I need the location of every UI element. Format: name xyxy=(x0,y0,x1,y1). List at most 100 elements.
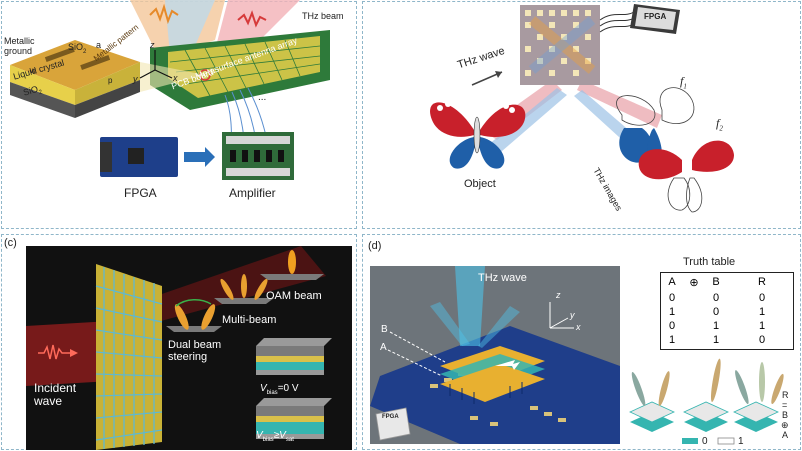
tt-gap xyxy=(683,320,705,334)
reflected-beams-d2 xyxy=(478,306,520,348)
arrow-b xyxy=(389,331,446,363)
truth-table: A ⊕ B R 0 0 0 1 0 1 0 1 1 1 1 0 xyxy=(660,272,794,350)
tt-gap xyxy=(727,306,749,320)
p-label: p xyxy=(108,76,113,85)
wave-red xyxy=(237,10,267,28)
vbias-sat-label: Vbias≥Vsat xyxy=(256,430,294,443)
panel-b xyxy=(362,1,801,229)
panel-c-label: (c) xyxy=(4,237,17,249)
tt-h-a: A xyxy=(668,276,676,288)
tt-cell: 0 xyxy=(712,306,720,318)
axis-x-label: x xyxy=(173,73,178,83)
panel-c-figure xyxy=(26,246,352,450)
object-butterfly xyxy=(430,101,526,169)
legend-zero-label: 0 xyxy=(702,436,708,447)
axis-x-label-d: x xyxy=(576,322,581,332)
tt-cell: 0 xyxy=(668,292,676,304)
tt-row: 0 1 1 xyxy=(661,320,793,334)
metasurface-plate xyxy=(520,5,600,85)
amplifier-label: Amplifier xyxy=(229,186,276,200)
sio2-top-text: SiO xyxy=(68,42,84,52)
metallic-ground-line-1: Metallic xyxy=(4,36,35,46)
white-arrow xyxy=(495,360,520,370)
axis-y-label-d: y xyxy=(570,310,575,320)
fpga-chip xyxy=(128,148,144,164)
tt-h-r: R xyxy=(758,276,766,288)
wave-orange xyxy=(149,3,179,25)
f1-label: f1 xyxy=(680,74,687,90)
xor-patterns xyxy=(629,358,784,445)
metasurface-panel xyxy=(96,264,162,450)
metallic-ground-line-2: ground xyxy=(4,46,33,56)
axis-indicator xyxy=(139,50,173,79)
tt-cell: 1 xyxy=(668,334,676,346)
tt-h-xor: ⊕ xyxy=(689,277,699,289)
unit-cell-lc xyxy=(10,65,75,105)
metasurface-grid xyxy=(169,39,321,97)
tt-row: 0 0 0 xyxy=(661,292,793,306)
tt-cell: 0 xyxy=(758,334,766,346)
tt-h-gap xyxy=(727,276,749,292)
pattern-1 xyxy=(629,371,675,432)
a-label: a xyxy=(96,40,102,50)
tt-cell: 0 xyxy=(712,292,720,304)
fpga-label-d: FPGA xyxy=(382,414,399,420)
legend-zero-swatch xyxy=(682,438,698,444)
stack-label-a: A xyxy=(782,430,789,440)
reflected-beam xyxy=(156,246,326,321)
tt-row: 1 1 0 xyxy=(661,334,793,348)
b-label-d: B xyxy=(381,324,388,335)
incident-wave-label: Incident wave xyxy=(34,382,76,408)
stack-label-xor: ⊕ xyxy=(781,420,789,430)
axis-z-label-d: z xyxy=(556,290,561,300)
f2-sub: 2 xyxy=(719,124,723,133)
axis-z-label: z xyxy=(150,40,155,50)
vbias-sat-sub2: sat xyxy=(285,437,294,443)
amplifier-components xyxy=(226,136,290,176)
vbias-sat-mid: ≥V xyxy=(273,430,286,441)
multi-beam-label: Multi-beam xyxy=(222,314,277,326)
metallic-ground-label: Metallic ground xyxy=(4,36,35,56)
axis-indicator-d xyxy=(549,302,574,329)
tt-gap xyxy=(683,292,705,306)
stack-bottom-layer xyxy=(440,364,545,402)
stack-label-r: R xyxy=(782,390,789,400)
dual-beam-label: Dual beam steering xyxy=(168,339,221,363)
multi-beam-pattern xyxy=(214,274,274,304)
panel-d-figure xyxy=(370,266,620,444)
switch-arrow xyxy=(175,299,212,307)
reflected-beams-d xyxy=(430,302,470,346)
tt-cell: 1 xyxy=(758,320,766,332)
metasurface-overlay-orange xyxy=(528,16,596,74)
thz-wave-label-d: THz wave xyxy=(478,272,527,284)
legend-one-swatch xyxy=(717,437,735,445)
axis-y-label: y xyxy=(133,74,138,84)
pattern-2 xyxy=(683,358,729,432)
lc-cell-off xyxy=(256,338,332,375)
metasurface-panel-grid xyxy=(95,267,163,449)
truth-table-header: A ⊕ B R xyxy=(661,276,793,292)
vbias-sat-v: V xyxy=(256,430,263,441)
thz-beam-label: THz beam xyxy=(302,11,344,21)
lc-cell-on xyxy=(256,398,332,439)
incident-wave-line-2: wave xyxy=(34,394,63,408)
tt-cell: 1 xyxy=(758,306,766,318)
object-label: Object xyxy=(464,178,496,190)
vbias-zero-v: V xyxy=(260,383,267,394)
tt-gap xyxy=(727,334,749,348)
incident-arrowhead xyxy=(70,349,78,357)
panel-a-figure xyxy=(10,0,330,180)
tt-gap xyxy=(683,306,705,320)
stack-pins xyxy=(449,382,523,404)
vbias-sat-sub: bias xyxy=(262,437,274,443)
tt-gap xyxy=(727,320,749,334)
w-label: w xyxy=(30,66,36,75)
incident-wave-squiggle xyxy=(38,344,70,360)
metasurface-array xyxy=(168,36,320,98)
legend-one-label: 1 xyxy=(738,436,744,447)
tt-gap xyxy=(727,292,749,306)
oam-beam-pattern xyxy=(260,250,324,280)
tt-cell: 0 xyxy=(668,320,676,332)
unit-cell-ground xyxy=(10,82,75,118)
image-butterfly-f2 xyxy=(638,140,734,213)
